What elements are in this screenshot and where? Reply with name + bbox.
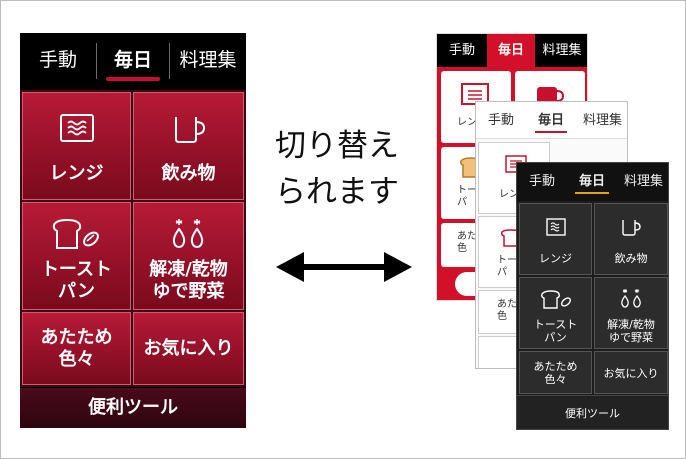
tab-manual: 手動 — [487, 113, 514, 128]
tab-divider — [169, 43, 170, 79]
bread-icon — [52, 219, 99, 249]
tab-divider — [96, 43, 97, 79]
tile-label: 飲み物 — [161, 163, 216, 184]
caption-line: 切り替え — [275, 128, 399, 164]
tab-bar: 手動 毎日 料理集 — [517, 163, 668, 201]
theme-preview-dark: 手動 毎日 料理集 レンジ 飲み物 トースト パン — [516, 162, 669, 430]
tile-label: トー パ — [457, 185, 477, 208]
tile-label: 解凍/乾物 ゆで野菜 — [607, 318, 655, 344]
tile-label: あたため 色々 — [533, 360, 578, 386]
thaw-icon — [621, 289, 641, 308]
caption-line: られます — [275, 174, 399, 210]
tile-label: レンジ — [539, 252, 572, 265]
bread-icon — [540, 290, 571, 309]
menu-grid: レンジ 飲み物 トースト パン — [20, 90, 246, 387]
tab-bar: 手動 毎日 料理集 — [476, 102, 627, 139]
tile-label: トースト パン — [40, 259, 113, 302]
tile-thaw[interactable]: 解凍/乾物 ゆで野菜 — [133, 202, 244, 310]
tab-recipes[interactable]: 料理集 — [179, 49, 237, 71]
active-tab-underline — [106, 77, 160, 81]
tab-manual: 手動 — [528, 174, 555, 189]
tile-favorites: お気に入り — [594, 351, 668, 394]
tile-label: お気に入り — [143, 338, 234, 359]
tab-recipes: 料理集 — [582, 113, 622, 128]
tile-microwave: レンジ — [519, 203, 592, 275]
tab-bar: 手動 毎日 料理集 — [437, 34, 587, 67]
tile-label: レンジ — [49, 163, 104, 184]
tab-daily[interactable]: 毎日 — [113, 49, 152, 71]
double-arrow-icon — [276, 252, 412, 282]
thaw-icon — [172, 219, 203, 249]
active-tab-underline — [535, 131, 567, 133]
tile-label: 解凍/乾物 ゆで野菜 — [149, 259, 228, 302]
microwave-icon — [59, 114, 94, 142]
tile-label: お気に入り — [603, 367, 659, 380]
tile-label: トー パ — [497, 255, 517, 278]
tile-label: レン — [457, 117, 477, 128]
microwave-icon — [545, 218, 566, 236]
tile-favorites[interactable]: お気に入り — [133, 312, 244, 385]
tab-manual: 手動 — [448, 43, 475, 58]
large-phone-screen: 手動 毎日 料理集 レンジ — [20, 33, 246, 428]
switch-caption: 切り替え られます — [275, 123, 425, 215]
tile-reheat: あたため 色々 — [519, 351, 592, 394]
tab-recipes: 料理集 — [623, 174, 663, 189]
tile-drinks: 飲み物 — [594, 203, 668, 275]
cup-icon — [537, 87, 565, 105]
tab-bar: 手動 毎日 料理集 — [20, 33, 246, 88]
tab-daily: 毎日 — [487, 34, 535, 67]
tile-label: トースト パン — [533, 318, 578, 344]
tile-label: あた 色 — [497, 299, 517, 322]
cup-icon — [622, 220, 641, 236]
active-tab-underline — [575, 192, 609, 194]
tools-button[interactable]: 便利ツール — [20, 388, 246, 428]
tile-reheat[interactable]: あたため 色々 — [22, 312, 131, 385]
tile-label: レン — [499, 189, 519, 200]
tile-label: あたため 色々 — [40, 327, 113, 370]
tile-toast[interactable]: トースト パン — [22, 202, 131, 310]
tile-toast: トースト パン — [519, 277, 592, 349]
tab-recipes: 料理集 — [542, 43, 582, 58]
tile-thaw: 解凍/乾物 ゆで野菜 — [594, 277, 668, 349]
tile-microwave[interactable]: レンジ — [22, 92, 131, 200]
cup-icon — [174, 117, 205, 143]
tab-manual[interactable]: 手動 — [38, 49, 77, 71]
tab-daily: 毎日 — [578, 174, 605, 189]
tile-label: 飲み物 — [614, 252, 648, 265]
tools-button: 便利ツール — [517, 395, 668, 429]
tile-drinks[interactable]: 飲み物 — [133, 92, 244, 200]
tab-daily: 毎日 — [537, 113, 564, 128]
tile-label: あた 色 — [457, 231, 477, 254]
